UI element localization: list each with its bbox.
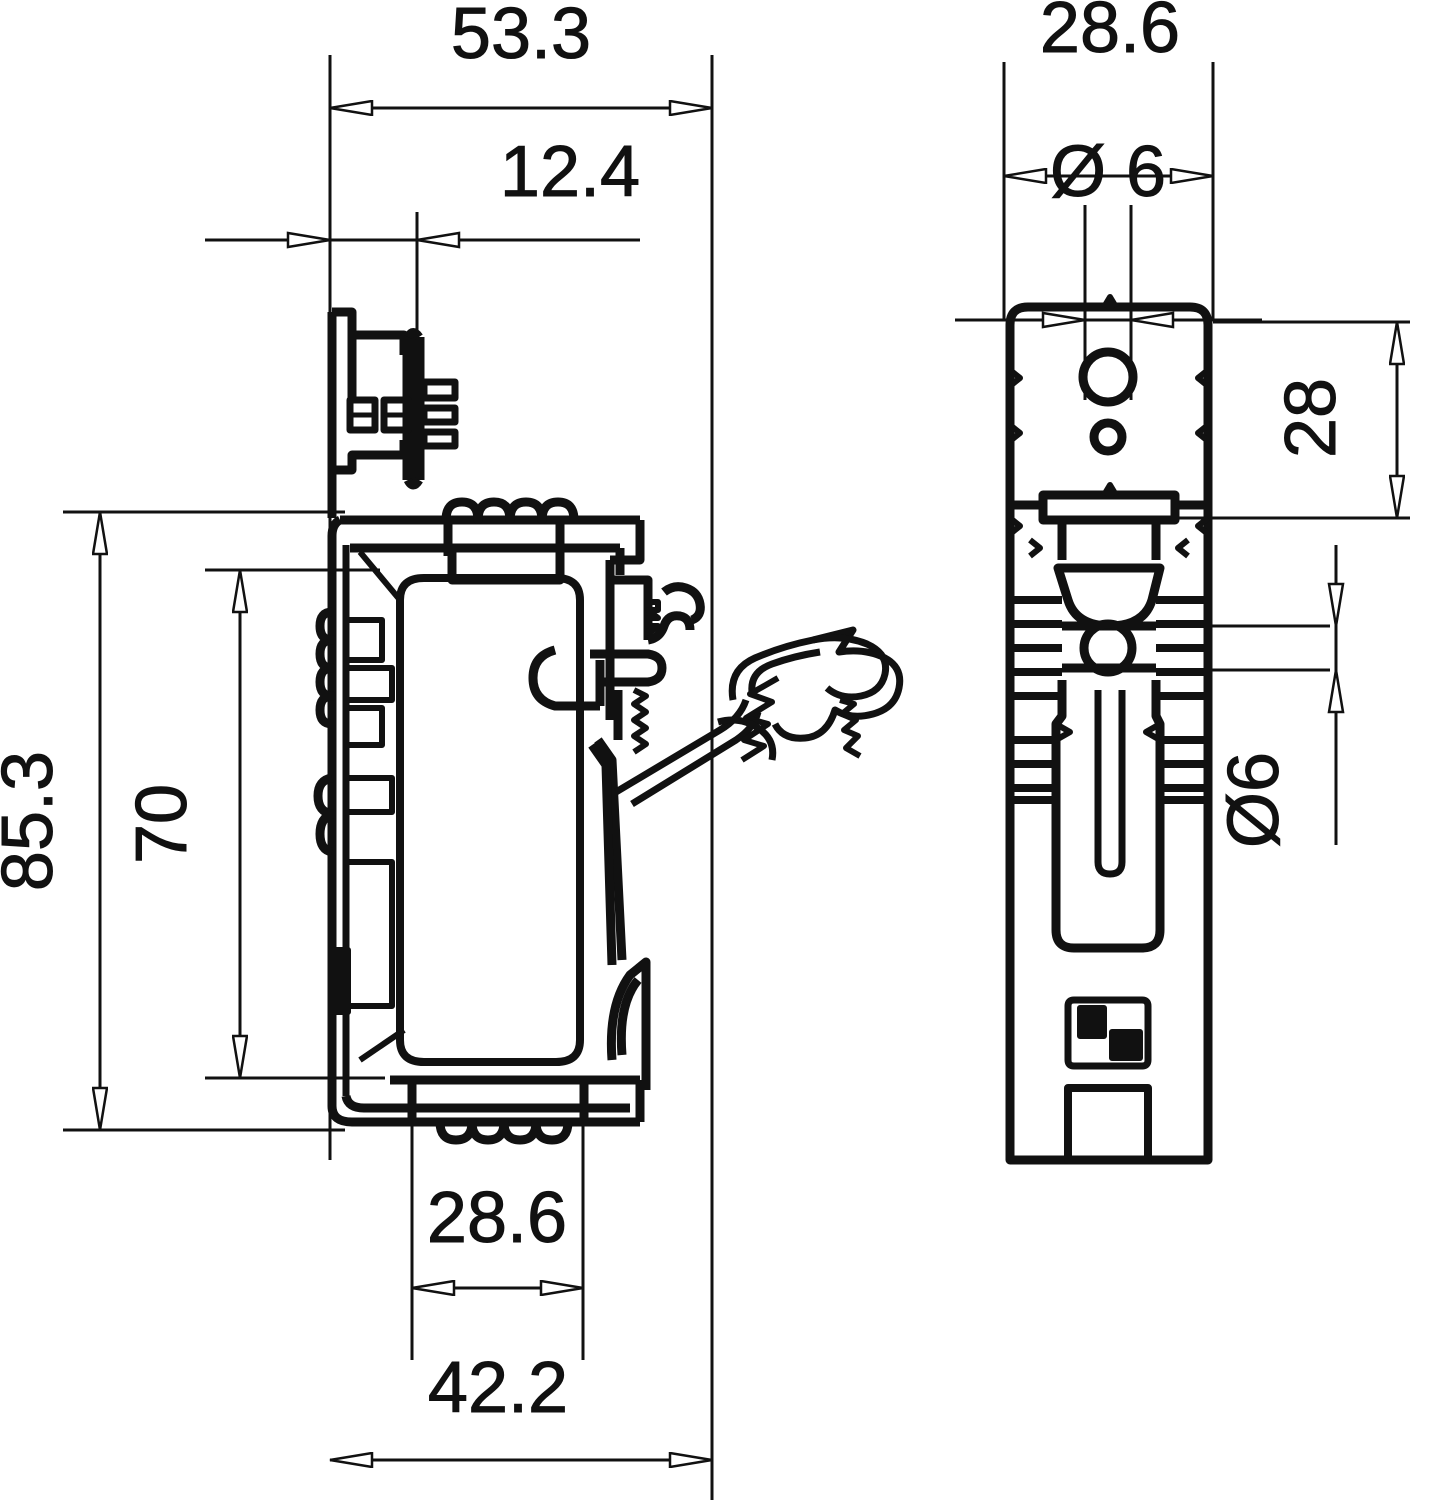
dim-28-6-bottom-label: 28.6 [427,1178,567,1258]
dim-28-6-top-label: 28.6 [1040,0,1180,68]
dim-dia-6-top-label: Ø 6 [1050,132,1166,212]
dim-28-label: 28 [1271,378,1351,458]
dim-42-2: 42.2 [330,1348,712,1460]
dim-70: 70 [122,570,240,1078]
dim-dia-6-right: Ø6 [1214,545,1345,849]
dim-53-3: 53.3 [330,0,712,108]
dim-dia-6-right-label: Ø6 [1214,752,1294,848]
side-plan-view [1005,294,1213,1165]
dim-12-4-label: 12.4 [500,132,640,212]
front-section-view [313,307,705,1145]
wall-anchor-clip [614,626,904,807]
dim-28-6-bottom: 28.6 [412,1178,583,1288]
dim-85-3-label: 85.3 [0,751,68,891]
dim-28-6-top: 28.6 [1004,0,1213,176]
dim-12-4: 12.4 [205,132,641,249]
dim-53-3-label: 53.3 [451,0,591,74]
dim-85-3: 85.3 [0,512,100,1130]
dim-42-2-label: 42.2 [428,1348,568,1428]
dim-70-label: 70 [122,784,202,864]
dim-dia-6-top: Ø 6 [955,132,1262,329]
dim-28: 28 [1271,322,1397,518]
